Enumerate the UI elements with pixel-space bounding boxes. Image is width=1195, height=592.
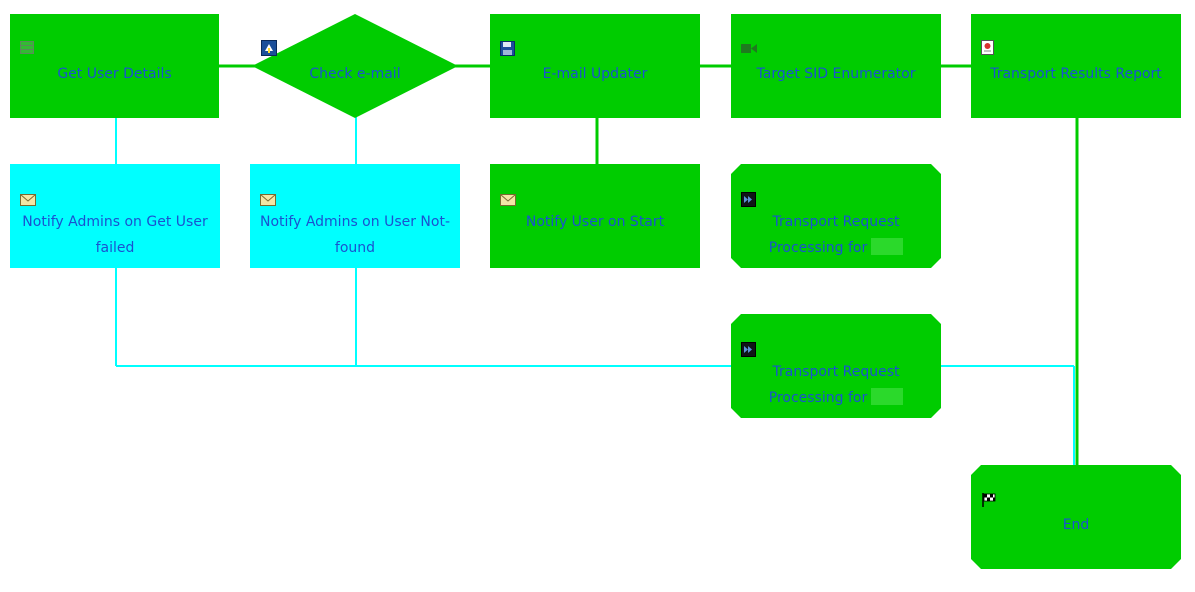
email-updater-node[interactable]: E-mail Updater [490, 14, 700, 118]
envelope-icon [20, 194, 36, 208]
transport-request-processing-node-2[interactable]: Transport Request Processing for [731, 314, 941, 418]
decision-icon [261, 40, 277, 56]
notify-admins-get-user-failed-node[interactable]: Notify Admins on Get User failed [10, 164, 220, 268]
transport-request-processing-label-1: Transport Request Processing for [755, 209, 917, 261]
get-user-details-node[interactable]: Get User Details [10, 14, 219, 118]
report-icon [981, 40, 997, 55]
email-updater-label: E-mail Updater [542, 66, 648, 82]
save-icon [500, 41, 516, 56]
check-email-label: Check e-mail [309, 66, 401, 82]
transport-request-processing-node-1[interactable]: Transport Request Processing for [731, 164, 941, 268]
end-node[interactable]: End [971, 465, 1181, 569]
transport-results-report-label: Transport Results Report [990, 66, 1162, 82]
notify-admins-user-not-found-label: Notify Admins on User Not-found [259, 214, 451, 256]
camera-icon [741, 43, 757, 57]
transport-request-processing-text-2: Transport Request Processing for [768, 364, 900, 406]
notify-admins-get-user-failed-label: Notify Admins on Get User failed [22, 214, 208, 256]
end-label: End [1062, 517, 1090, 533]
redacted-text-mask [871, 388, 903, 405]
transport-results-report-node[interactable]: Transport Results Report [971, 14, 1181, 118]
forward-icon [741, 342, 757, 356]
notify-user-on-start-label: Notify User on Start [525, 214, 665, 230]
transport-request-processing-text-1: Transport Request Processing for [768, 214, 900, 256]
envelope-icon [500, 194, 516, 208]
target-sid-enumerator-label: Target SID Enumerator [756, 66, 916, 82]
target-sid-enumerator-node[interactable]: Target SID Enumerator [731, 14, 941, 118]
notify-user-on-start-node[interactable]: Notify User on Start [490, 164, 700, 268]
checkered-flag-icon [981, 492, 997, 506]
transport-request-processing-label-2: Transport Request Processing for [755, 359, 917, 411]
redacted-text-mask [871, 238, 903, 255]
table-icon [20, 41, 36, 55]
forward-icon [741, 192, 757, 206]
get-user-details-label: Get User Details [57, 66, 172, 82]
envelope-icon [260, 194, 276, 208]
notify-admins-user-not-found-node[interactable]: Notify Admins on User Not-found [250, 164, 460, 268]
